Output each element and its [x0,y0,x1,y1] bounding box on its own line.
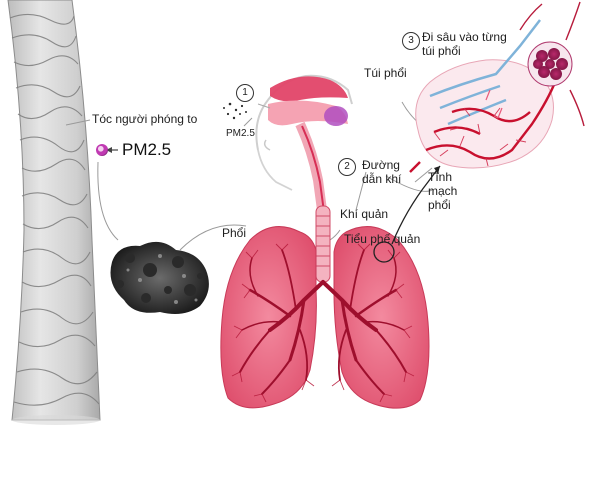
hair-strand [7,0,101,425]
label-hair: Tóc người phóng to [92,112,198,126]
label-deep-into-alveoli: Đi sâu vào từng túi phổi [422,30,507,58]
trachea [315,205,331,283]
label-lung: Phổi [222,226,247,240]
label-trachea: Khí quản [340,207,389,221]
label-pm25-small: PM2.5 [226,128,255,139]
lungs [220,226,430,409]
pm25-particle-enlarged [110,241,209,314]
label-alveolus: Túi phổi [364,66,407,80]
label-pm25-large: PM2.5 [122,140,172,159]
pm25-particle-icon [96,144,108,156]
label-pulmonary-vein: Tĩnh mạch phổi [428,170,458,212]
step-3-marker: 3 [402,32,420,50]
label-bronchiole: Tiểu phế quản [344,232,421,246]
step-2-marker: 2 [338,158,356,176]
label-airway: Đường dẫn khí [362,158,402,186]
bronchiole-highlight [373,241,395,263]
step-1-marker: 1 [236,84,254,102]
arrow-to-alveoli [391,165,441,245]
head-airway [255,74,353,213]
pm25-small-particles [223,102,247,120]
alveoli-cluster [409,1,585,173]
